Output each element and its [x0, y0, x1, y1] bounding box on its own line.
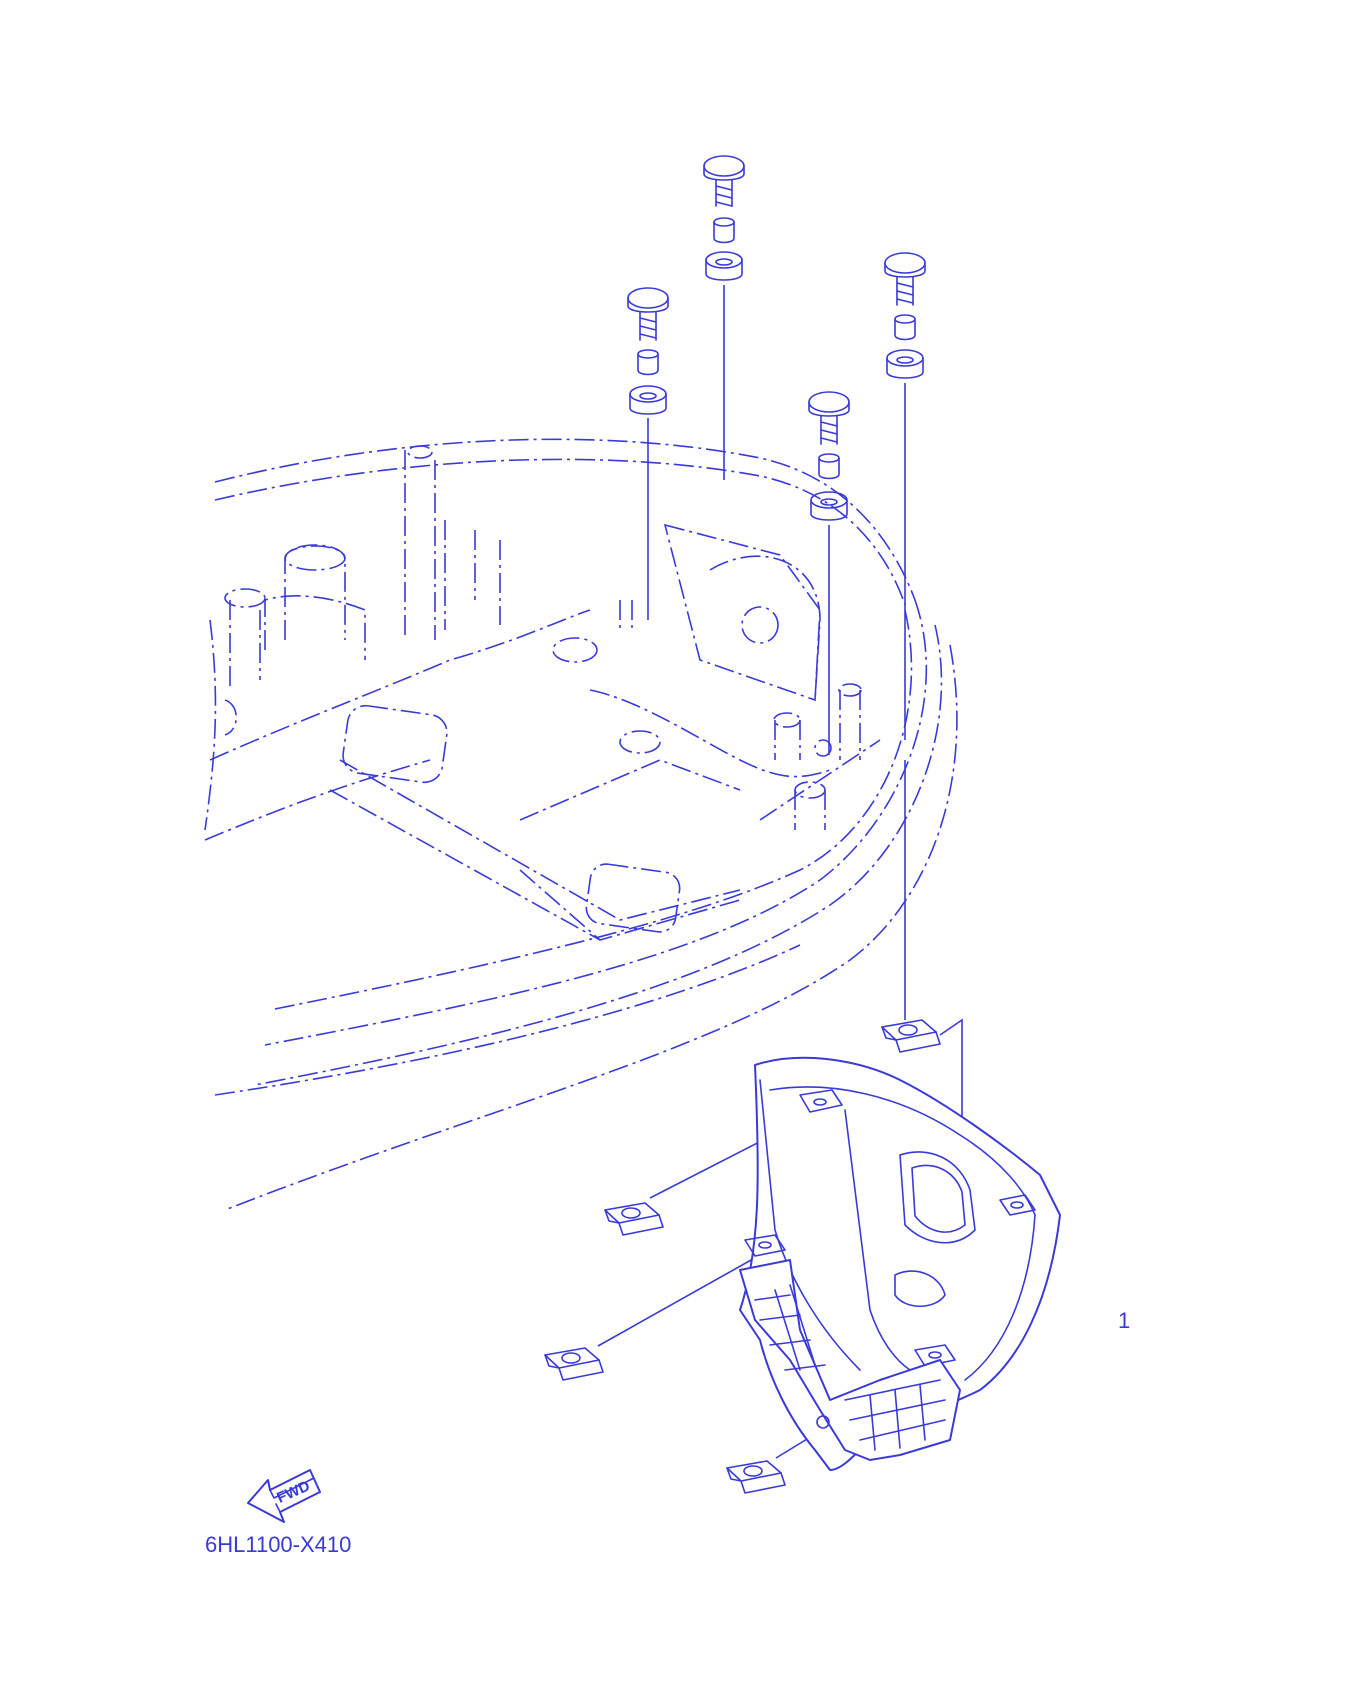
fwd-direction-arrow: FWD	[247, 1469, 321, 1523]
fastener-stack-2	[627, 287, 669, 415]
clip-nut-top	[881, 1019, 941, 1053]
drawing-code: 6HL1100-X410	[205, 1532, 351, 1557]
clip-nut-bottom	[726, 1460, 786, 1494]
bottom-cowling	[204, 438, 958, 1211]
clip-nut-left-upper	[604, 1202, 664, 1236]
part-number-1: 1	[1118, 1308, 1130, 1333]
fastener-stack-4	[808, 391, 850, 521]
bracket-part-1	[739, 1056, 1061, 1471]
clip-nut-left-lower	[544, 1347, 604, 1381]
fastener-stack-3	[884, 252, 926, 379]
fastener-stack-1	[703, 155, 745, 281]
